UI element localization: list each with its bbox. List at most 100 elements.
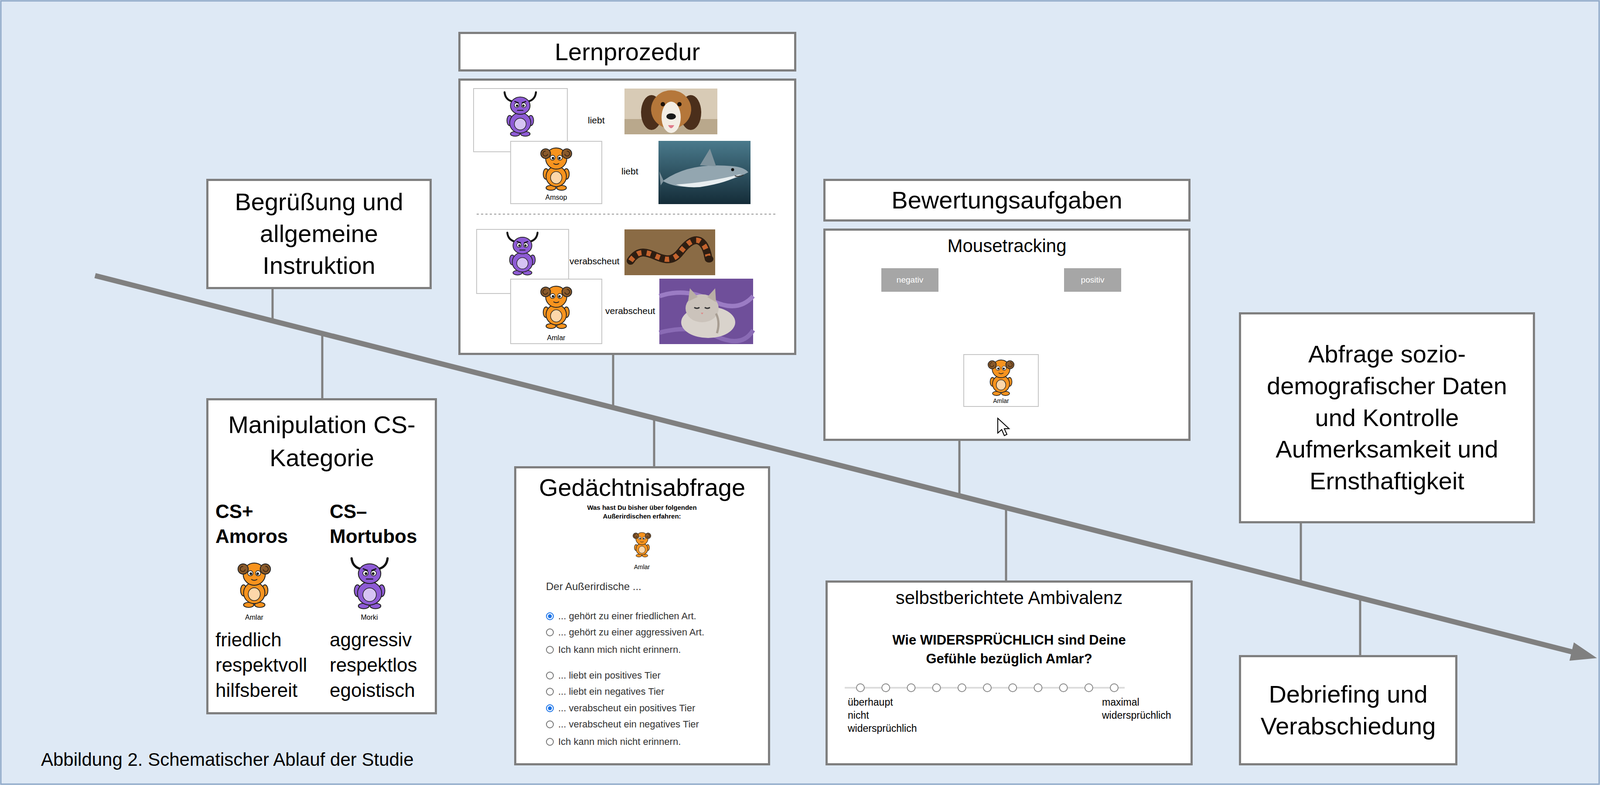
- drawing-part: [546, 688, 554, 696]
- node-text: Ich kann mich nicht erinnern.: [558, 736, 681, 748]
- text-slot: Was hast Du bisher über folgenden Außeri…: [576, 503, 708, 521]
- drawing-part: [546, 720, 554, 728]
- alien-figure: [540, 147, 572, 191]
- step-box: selbstberichtete AmbivalenzWie WIDERSPRÜ…: [825, 580, 1193, 766]
- box-fill: [458, 31, 797, 72]
- box-fill: [1238, 655, 1458, 766]
- text-slot: selbstberichtete Ambivalenz: [827, 586, 1191, 609]
- drawing-part: [659, 278, 754, 345]
- drawing-part: [666, 113, 676, 120]
- node-text: verabscheut: [605, 305, 656, 317]
- kitten-photo: [659, 278, 754, 345]
- divider-line: [476, 213, 776, 215]
- image-frame: Amlar: [963, 354, 1039, 407]
- text-slot: Ich kann mich nicht erinnern.: [558, 736, 681, 748]
- drawing-part: [1059, 683, 1068, 692]
- button: positiv: [1064, 268, 1122, 292]
- text-slot: Amlar: [511, 333, 602, 342]
- leader-line: [1359, 598, 1362, 656]
- leader-line: [1299, 523, 1303, 582]
- drawing-part: [658, 140, 751, 205]
- drawing-part: [704, 255, 714, 263]
- drawing-part: [932, 683, 941, 692]
- text-slot: liebt: [587, 114, 605, 126]
- node-text: CS– Mortubos: [329, 498, 417, 549]
- step-box: Begrüßung und allgemeine Instruktion: [206, 178, 432, 290]
- mouse-cursor: [997, 418, 1010, 436]
- drawing-part: [659, 171, 664, 186]
- dog-photo: [624, 88, 718, 135]
- text-slot: Der Außerirdische ...: [545, 580, 642, 594]
- drawing-part: [707, 288, 717, 303]
- node-text: Amsop: [511, 193, 602, 202]
- node-text: negativ: [896, 275, 924, 286]
- node-text: Bewertungsaufgaben: [832, 185, 1182, 215]
- text-slot: aggressiv respektlos egoistisch: [329, 627, 418, 703]
- node-text: Debriefing und Verabschiedung: [1260, 678, 1437, 743]
- drawing-part: [548, 706, 553, 711]
- node-text: selbstberichtete Ambivalenz: [827, 586, 1191, 609]
- drawing-part: [546, 704, 554, 712]
- frame-ground: [510, 278, 603, 345]
- alien-figure: [351, 558, 388, 609]
- node-text: liebt: [621, 165, 639, 177]
- text-slot: überhaupt nicht widersprüchlich: [847, 695, 918, 736]
- node-text: Abfrage sozio-demografischer Daten und K…: [1252, 338, 1523, 498]
- drawing-part: [881, 683, 890, 692]
- drawing-part: [704, 307, 710, 309]
- drawing-part: [546, 646, 554, 654]
- drawing-part: [1084, 683, 1093, 692]
- box-fill: [206, 398, 437, 715]
- text-slot: ... verabscheut ein negatives Tier: [558, 718, 700, 731]
- text-slot: Mousetracking: [825, 235, 1189, 257]
- alien-figure: [632, 532, 651, 557]
- node-text: Amlar: [511, 333, 602, 342]
- text-slot: maximal widersprüchlich: [1101, 695, 1172, 723]
- box-fill: [514, 466, 771, 766]
- node-text: friedlich respektvoll hilfsbereit: [215, 627, 308, 703]
- node-text: Manipulation CS-Kategorie: [217, 408, 427, 475]
- drawing-part: [983, 683, 992, 692]
- box-fill: [1238, 312, 1536, 524]
- drawing-part: [546, 628, 554, 636]
- drawing-part: [675, 173, 742, 188]
- text-slot: CS– Mortubos: [329, 498, 417, 549]
- alien-figure: [238, 562, 271, 608]
- radio-buttons: [546, 612, 554, 746]
- node-text: Gedächtnisabfrage: [516, 472, 768, 502]
- drawing-part: [661, 101, 681, 134]
- drawing-part: [662, 165, 749, 187]
- node-text: ... liebt ein positives Tier: [558, 669, 661, 682]
- text-slot: ... liebt ein negatives Tier: [558, 685, 665, 698]
- text-slot: Amsop: [511, 193, 602, 202]
- text-slot: Morki: [347, 613, 392, 622]
- drawing-part: [731, 168, 735, 172]
- node-text: Wie WIDERSPRÜCHLICH sind Deine Gefühle b…: [869, 630, 1149, 669]
- alien-figure: [504, 92, 536, 137]
- node-text: Amlar: [232, 613, 277, 622]
- node-text: positiv: [1081, 275, 1105, 286]
- leader-line: [271, 289, 274, 320]
- drawing-part: [630, 240, 709, 261]
- text-slot: CS+ Amoros: [215, 498, 288, 549]
- text-slot: Wie WIDERSPRÜCHLICH sind Deine Gefühle b…: [869, 630, 1149, 669]
- drawing-part: [716, 313, 719, 334]
- node-text: ... liebt ein negatives Tier: [558, 685, 665, 698]
- drawing-part: [677, 102, 682, 107]
- drawing-part: [699, 148, 717, 167]
- drawing-part: [546, 738, 554, 746]
- box-fill: [825, 580, 1193, 766]
- text-slot: friedlich respektvoll hilfsbereit: [215, 627, 308, 703]
- leader-line: [612, 354, 615, 407]
- shark-photo: [658, 140, 751, 205]
- box-fill: [458, 78, 797, 355]
- node-text: ... gehört zu einer friedlichen Art.: [558, 610, 697, 622]
- leader-line: [958, 440, 961, 495]
- image-frame: Amsop: [510, 140, 603, 205]
- drawing-part: [958, 683, 966, 692]
- leader-line: [1005, 508, 1008, 581]
- drawing-part: [1110, 683, 1119, 692]
- snake-photo: [624, 229, 716, 276]
